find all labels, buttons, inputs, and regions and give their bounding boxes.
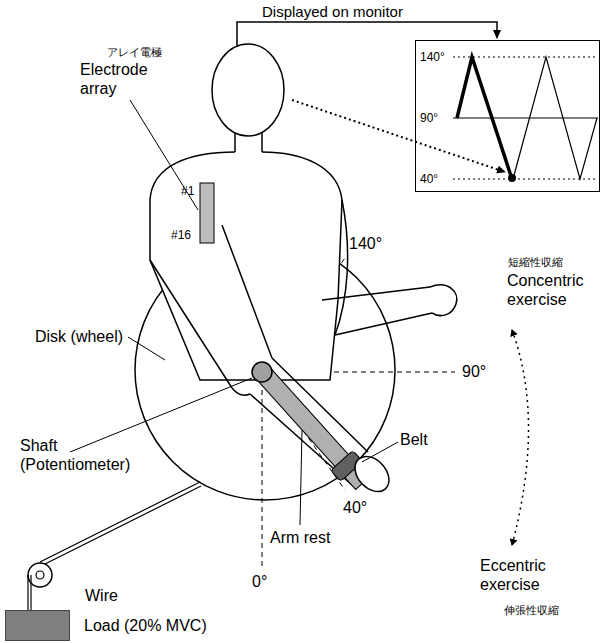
target-trace [513, 57, 597, 179]
other-hand [430, 285, 457, 316]
japanese-label: 伸張性収縮 [504, 604, 559, 617]
part-label: Shaft (Potentiometer) [20, 436, 144, 474]
direction-arrow [512, 330, 529, 545]
trace-cursor [508, 174, 516, 182]
upper-arm [222, 225, 272, 358]
wire [41, 486, 201, 566]
japanese-label: アレイ電極 [107, 46, 162, 59]
monitor-caption: Displayed on monitor [262, 3, 403, 21]
fist [348, 450, 396, 498]
other-upper-arm [335, 200, 348, 335]
grid-line [453, 179, 598, 180]
leader-line [300, 430, 302, 525]
shaft-potentiometer [252, 362, 272, 382]
electrode-number: #1 [181, 184, 194, 198]
arm-rest [255, 366, 369, 490]
part-label: Belt [400, 430, 428, 449]
upper-arm [150, 260, 232, 388]
load-weight: Load (20% MVC) [5, 610, 70, 641]
grid-line [453, 117, 598, 118]
rope [27, 575, 28, 610]
angle-label: 0° [252, 572, 267, 591]
leader-line [70, 378, 252, 452]
neck [234, 132, 236, 152]
axis-label: 140° [419, 50, 446, 64]
grid-line [453, 57, 598, 58]
angle-label: 140° [349, 234, 382, 253]
exercise-label: Concentric exercise [507, 271, 601, 309]
angle-line-0 [262, 372, 263, 568]
angle-label: 40° [343, 498, 367, 517]
axis-label: 40° [419, 172, 439, 186]
electrode-number: #16 [171, 228, 191, 242]
electrode-array [200, 183, 214, 243]
neck [261, 132, 263, 152]
exercise-label: Eccentric exercise [480, 556, 574, 594]
part-label: Electrode array [80, 60, 162, 98]
part-label: Wire [85, 586, 118, 605]
other-forearm [322, 287, 430, 300]
japanese-label: 短縮性収縮 [508, 256, 563, 269]
angle-label: 90° [462, 362, 486, 381]
part-label: Disk (wheel) [35, 327, 123, 346]
leader-line [362, 442, 398, 462]
elbow [232, 388, 250, 395]
head [212, 44, 284, 136]
other-forearm [335, 313, 432, 335]
torso [150, 152, 342, 380]
gaze-arrow [292, 100, 505, 172]
part-label: Arm rest [270, 528, 330, 547]
monitor-screen: 140° 90° 40° [415, 40, 600, 192]
actual-trace [457, 57, 511, 176]
rope [30, 575, 31, 610]
axis-label: 90° [419, 111, 439, 125]
leader-line [130, 100, 198, 210]
load-label: Load (20% MVC) [84, 616, 207, 635]
wire [40, 482, 200, 562]
leader-line [128, 337, 165, 360]
pulley-axle [36, 571, 44, 579]
